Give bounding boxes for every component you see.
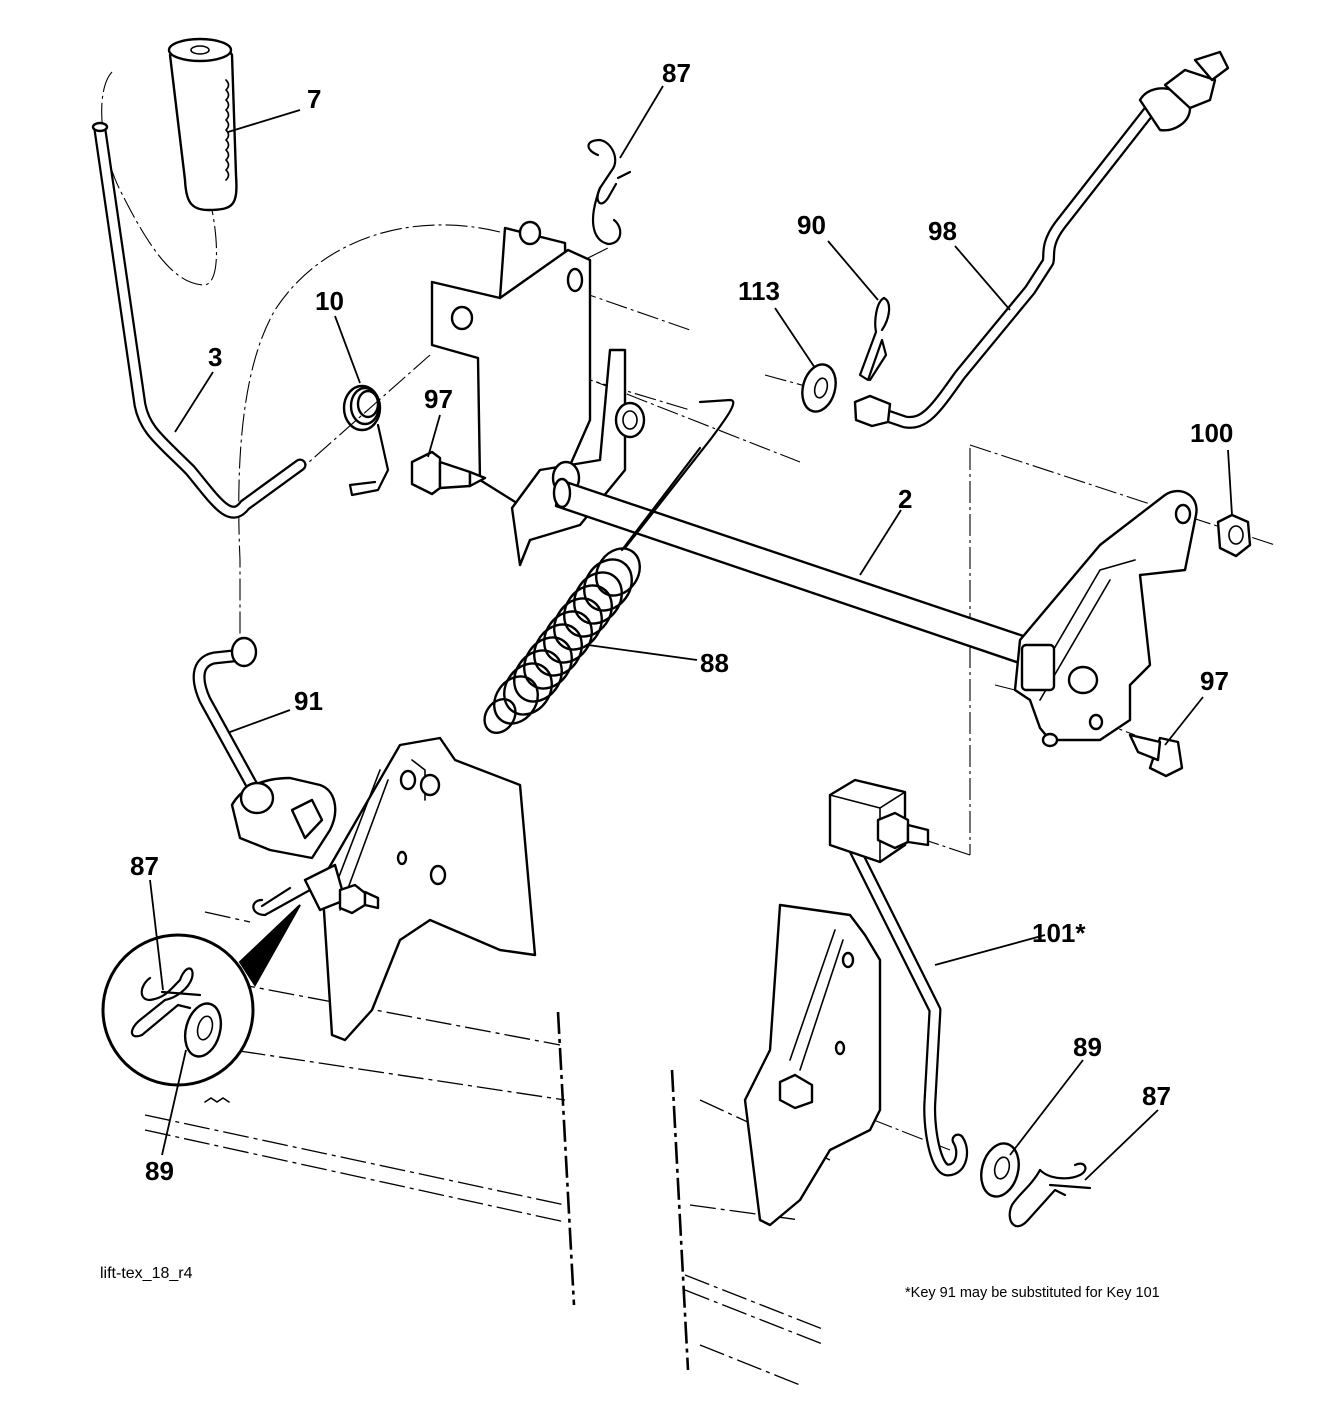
callout-89-right: 89 [1073, 1032, 1102, 1062]
part-89-washer-right [980, 1142, 1020, 1198]
part-97-shoulder-bolt-left [410, 450, 487, 496]
callout-87-top: 87 [662, 58, 691, 88]
callout-97-left: 97 [424, 384, 453, 414]
right-deck-hanger-plate [743, 903, 882, 1227]
substitution-footnote: *Key 91 may be substituted for Key 101 [905, 1285, 1160, 1301]
callout-labels: 7 87 90 98 113 10 3 97 100 2 88 97 91 87… [130, 58, 1233, 1186]
callout-88: 88 [700, 648, 729, 678]
part-91-lift-link-left [192, 636, 267, 807]
callout-10: 10 [315, 286, 344, 316]
left-deck-hanger-plate [252, 736, 537, 1042]
part-2-lift-shaft [552, 477, 1052, 674]
part-98-link-rod [853, 50, 1230, 429]
callout-7: 7 [307, 84, 321, 114]
callout-90: 90 [797, 210, 826, 240]
part-3-lift-handle [91, 121, 307, 519]
part-113-washer [801, 363, 837, 413]
callout-101: 101* [1032, 918, 1086, 948]
drawing-id-label: lift-tex_18_r4 [100, 1265, 193, 1282]
right-lift-arm-bracket [1013, 489, 1198, 748]
callout-89-left: 89 [145, 1156, 174, 1186]
detail-magnifier [101, 904, 301, 1087]
part-7-handle-grip [167, 37, 238, 212]
callout-97-right: 97 [1200, 666, 1229, 696]
lift-bracket-assembly [430, 220, 646, 567]
left-lift-arm [230, 776, 337, 860]
callout-2: 2 [898, 484, 912, 514]
part-87-clip-right [1008, 1162, 1092, 1228]
callout-113: 113 [738, 276, 780, 306]
part-101-lift-link-right [828, 778, 969, 1177]
part-88-extension-spring [483, 398, 735, 734]
callout-leaders [149, 85, 1233, 1181]
callout-91: 91 [294, 686, 323, 716]
part-100-hex-nut [1216, 513, 1252, 558]
callout-3: 3 [208, 342, 222, 372]
part-10-torsion-spring [342, 384, 390, 497]
callout-100: 100 [1190, 418, 1233, 448]
part-97-shoulder-bolt-right [1128, 733, 1184, 778]
part-90-hairpin-clip [858, 296, 891, 382]
callout-98: 98 [928, 216, 957, 246]
callout-87-left: 87 [130, 851, 159, 881]
part-87-clip-top [587, 138, 632, 246]
callout-87-right: 87 [1142, 1081, 1171, 1111]
deck-outline-lines [144, 911, 831, 1386]
